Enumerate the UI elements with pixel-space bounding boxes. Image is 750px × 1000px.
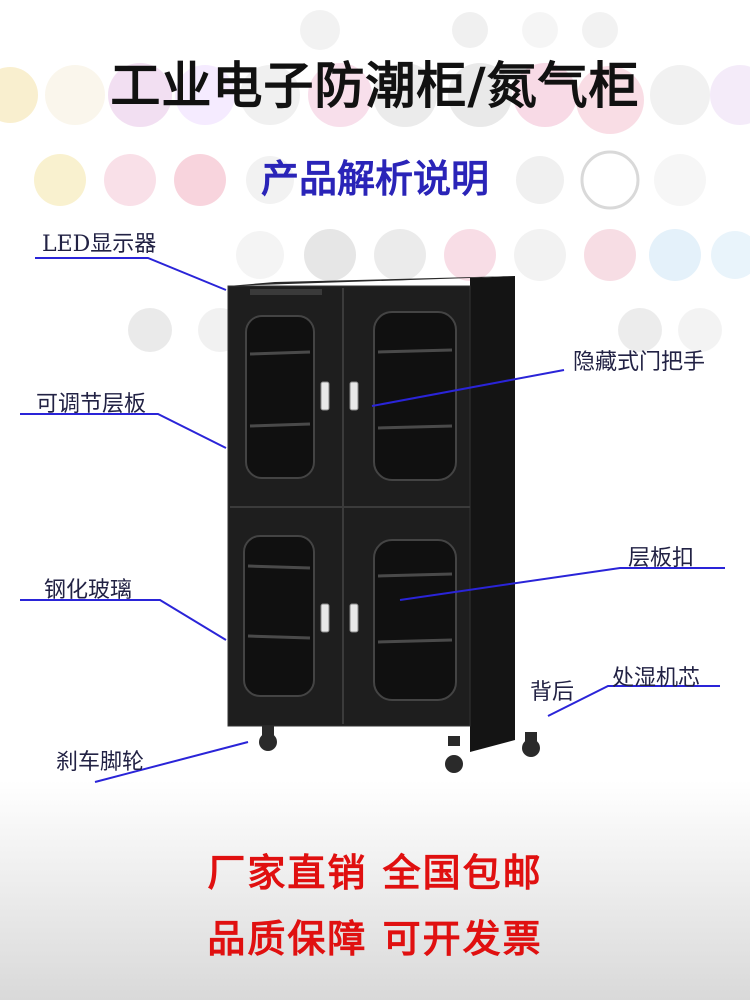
background-dots (0, 10, 750, 352)
cabinet-illustration (20, 257, 725, 783)
callout-led-display: LED显示器 (42, 232, 157, 257)
callout-dehumidifier-core: 处湿机芯 (612, 666, 701, 691)
bottom-gradient (0, 780, 750, 1000)
page-title: 工业电子防潮柜/氮气柜 (110, 56, 640, 115)
page-subtitle: 产品解析说明 (260, 156, 489, 201)
callout-hidden-handle: 隐藏式门把手 (573, 350, 706, 375)
promo-line-2: 品质保障 可开发票 (207, 916, 543, 961)
callout-adjustable-shelf: 可调节层板 (36, 392, 147, 417)
callout-back: 背后 (530, 680, 575, 705)
callout-brake-wheel: 刹车脚轮 (56, 750, 145, 775)
callout-shelf-clip: 层板扣 (628, 546, 695, 571)
callout-tempered-glass: 钢化玻璃 (44, 578, 133, 603)
promo-line-1: 厂家直销 全国包邮 (207, 850, 543, 895)
